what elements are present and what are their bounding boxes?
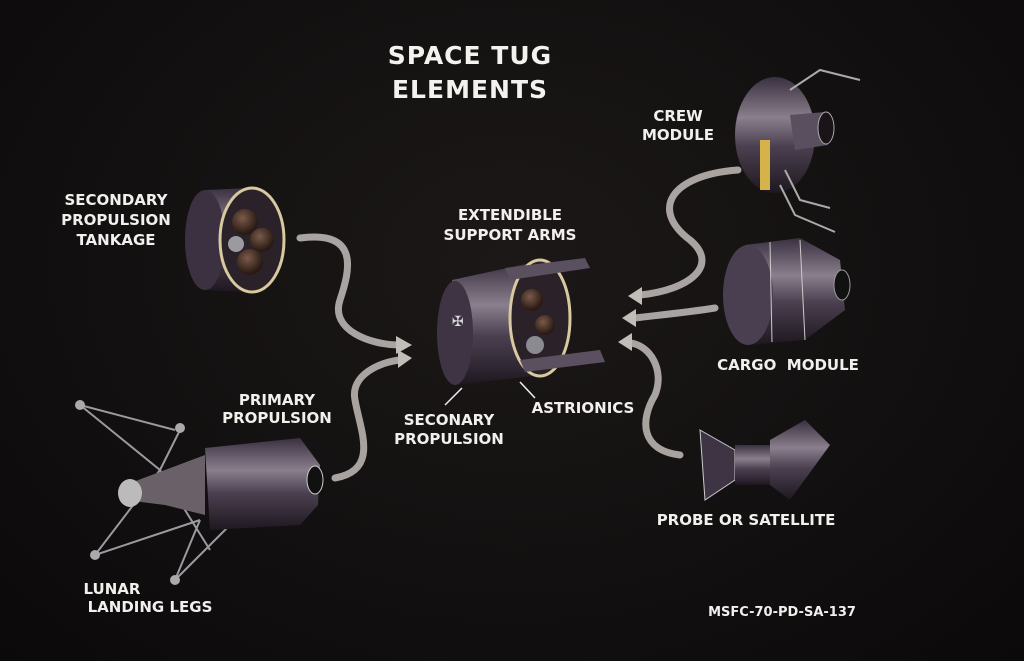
probe-satellite bbox=[699, 420, 830, 501]
arrow-crew-to-tug bbox=[636, 166, 742, 299]
arrow-tankage-to-tug bbox=[296, 233, 404, 349]
figure-id: MSFC-70-PD-SA-137 bbox=[708, 605, 856, 620]
label-crew-module-1: CREW bbox=[653, 107, 703, 125]
label-extendible-arms-2: SUPPORT ARMS bbox=[444, 226, 577, 244]
cargo-module bbox=[723, 238, 851, 345]
label-extendible-arms-1: EXTENDIBLE bbox=[458, 206, 562, 224]
label-secondary-propulsion-2: PROPULSION bbox=[394, 430, 504, 448]
label-landing-legs-1: LUNAR bbox=[84, 580, 141, 598]
label-astrionics: ASTRIONICS bbox=[532, 399, 635, 417]
label-secondary-tankage-1: SECONDARY bbox=[64, 191, 168, 209]
label-secondary-propulsion-1: SECONARY bbox=[404, 411, 496, 429]
label-secondary-tankage-2: PROPULSION bbox=[61, 211, 171, 229]
crew-module bbox=[735, 68, 861, 233]
title-line-2: ELEMENTS bbox=[392, 75, 548, 104]
arrow-cargo-to-tug bbox=[631, 304, 719, 322]
svg-text:✠: ✠ bbox=[452, 314, 464, 330]
label-probe: PROBE OR SATELLITE bbox=[657, 511, 836, 529]
label-landing-legs-2: LANDING LEGS bbox=[88, 598, 213, 616]
space-tug-core: ✠ bbox=[437, 258, 605, 385]
primary-propulsion-stage bbox=[75, 400, 324, 585]
label-primary-propulsion-2: PROPULSION bbox=[222, 409, 332, 427]
flow-arrows bbox=[296, 166, 742, 482]
labels: SECONDARY PROPULSION TANKAGE EXTENDIBLE … bbox=[61, 107, 859, 620]
label-cargo-module: CARGO MODULE bbox=[717, 356, 859, 374]
label-secondary-tankage-3: TANKAGE bbox=[76, 231, 155, 249]
arrow-propulsion-to-tug bbox=[331, 356, 404, 482]
label-primary-propulsion-1: PRIMARY bbox=[239, 391, 316, 409]
title-line-1: SPACE TUG bbox=[388, 41, 552, 70]
secondary-tankage-module bbox=[185, 186, 286, 294]
label-crew-module-2: MODULE bbox=[642, 126, 714, 144]
arrow-probe-to-tug bbox=[626, 339, 684, 459]
